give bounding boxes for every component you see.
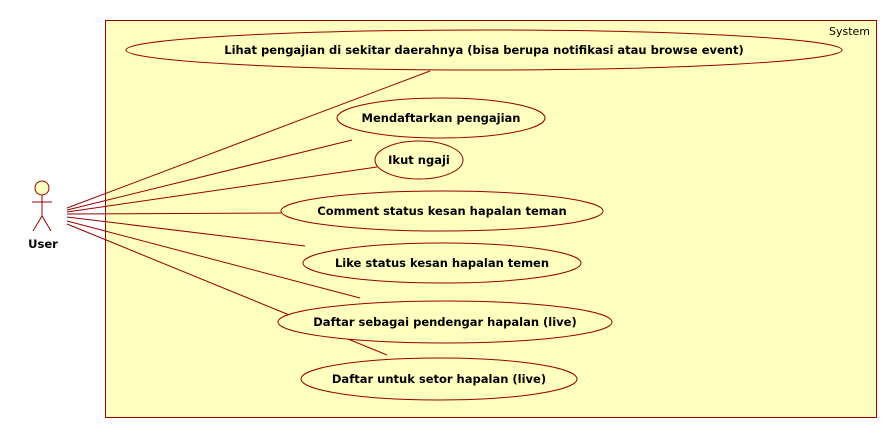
- use-case-label: Comment status kesan hapalan teman: [317, 204, 566, 218]
- use-case-label: Lihat pengajian di sekitar daerahnya (bi…: [224, 43, 743, 57]
- actor-head-icon: [34, 180, 50, 196]
- use-case-ellipse[interactable]: [280, 190, 604, 232]
- use-case-like-status[interactable]: Like status kesan hapalan temen: [302, 242, 582, 284]
- use-case-label: Like status kesan hapalan temen: [335, 256, 549, 270]
- actor-left-leg: [32, 215, 43, 232]
- use-case-ellipse[interactable]: [300, 357, 578, 401]
- use-case-ellipse[interactable]: [125, 29, 843, 71]
- actor-user[interactable]: User: [28, 180, 58, 251]
- use-case-label: Mendaftarkan pengajian: [362, 111, 521, 125]
- use-case-label: Daftar sebagai pendengar hapalan (live): [313, 315, 576, 329]
- use-case-label: Daftar untuk setor hapalan (live): [332, 372, 546, 386]
- use-case-ellipse[interactable]: [302, 242, 582, 284]
- use-case-label: Ikut ngaji: [388, 153, 450, 167]
- use-case-ellipse[interactable]: [374, 140, 464, 180]
- use-case-ellipse[interactable]: [277, 300, 613, 344]
- actor-right-leg: [41, 215, 52, 232]
- association-line-4[interactable]: [66, 212, 282, 215]
- association-line-3[interactable]: [66, 166, 378, 213]
- use-case-daftar-setor[interactable]: Daftar untuk setor hapalan (live): [300, 357, 578, 401]
- association-line-2[interactable]: [66, 139, 353, 211]
- use-case-lihat-pengajian[interactable]: Lihat pengajian di sekitar daerahnya (bi…: [125, 29, 843, 71]
- association-line-6[interactable]: [66, 220, 361, 299]
- use-case-ikut-ngaji[interactable]: Ikut ngaji: [374, 140, 464, 180]
- association-line-1[interactable]: [66, 70, 431, 209]
- system-label: System: [829, 25, 870, 38]
- actor-label: User: [28, 237, 58, 251]
- use-case-ellipse[interactable]: [336, 97, 546, 139]
- use-case-daftar-pendengar[interactable]: Daftar sebagai pendengar hapalan (live): [277, 300, 613, 344]
- use-case-comment-status[interactable]: Comment status kesan hapalan teman: [280, 190, 604, 232]
- use-case-mendaftarkan-pengajian[interactable]: Mendaftarkan pengajian: [336, 97, 546, 139]
- association-line-5[interactable]: [66, 216, 306, 247]
